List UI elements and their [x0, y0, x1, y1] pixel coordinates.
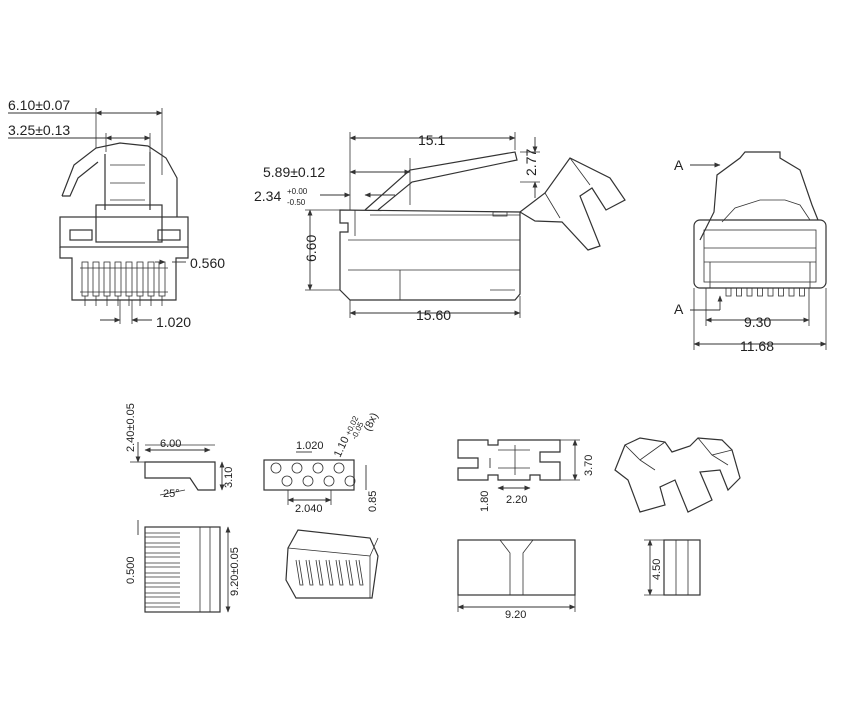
hole-bottom	[302, 475, 314, 487]
carrier-slot	[315, 559, 324, 586]
front-dim-inner: 3.25±0.13	[8, 122, 70, 138]
front-view: 6.10±0.07 3.25±0.13 0.560 1.020	[8, 97, 225, 330]
detail-bar-gap: 2.20	[506, 494, 527, 506]
detail-hole-count: (8x)	[362, 411, 381, 433]
detail-bar-depth: 1.80	[479, 491, 491, 512]
front-pin	[125, 261, 133, 297]
detail-contact-thickness: 3.10	[223, 467, 235, 488]
side-dim-tab-height: 2.77	[523, 149, 539, 176]
front-pin	[92, 261, 100, 297]
front-dim-pin-width: 0.560	[190, 255, 225, 271]
detail-bar-height: 3.70	[583, 455, 595, 476]
side-dim-height: 6.60	[303, 235, 319, 262]
hole-top	[333, 462, 345, 474]
detail-contact: 6.00 2.40±0.05 3.10 25°	[125, 403, 235, 500]
side-dim-step: 2.34	[254, 188, 281, 204]
detail-block: 9.20	[457, 539, 576, 621]
detail-boot-3d	[614, 437, 741, 513]
front-pin	[114, 261, 122, 297]
front-pin	[81, 261, 89, 297]
detail-hole-pitch: 1.020	[296, 440, 324, 452]
back-pin	[757, 287, 763, 297]
back-pin	[746, 287, 753, 297]
back-pin	[788, 287, 795, 297]
side-dim-length-top: 15.1	[418, 132, 445, 148]
detail-hole-margin: 0.85	[367, 491, 379, 512]
detail-contact-height: 2.40±0.05	[125, 403, 137, 452]
front-pin	[158, 261, 166, 297]
hole-bottom	[281, 475, 293, 487]
carrier-slot	[355, 559, 364, 586]
detail-comb-width: 9.20±0.05	[229, 547, 241, 596]
carrier-slot	[295, 559, 304, 586]
back-pin	[767, 287, 774, 297]
side-dim-step-tol-minus: -0.50	[287, 198, 306, 207]
hole-top	[291, 462, 303, 474]
back-dim-inner-width: 9.30	[744, 314, 771, 330]
front-pin	[136, 261, 144, 297]
detail-block-width: 9.20	[505, 609, 526, 621]
hole-top	[270, 462, 282, 474]
detail-carrier-3d	[285, 529, 379, 599]
hole-bottom	[323, 475, 335, 487]
back-pin	[736, 287, 742, 297]
side-dim-length-bottom: 15.60	[416, 307, 451, 323]
back-dim-outer-width: 11.68	[740, 338, 774, 354]
detail-comb: 0.500 9.20±0.05	[125, 520, 241, 613]
detail-comb-pitch: 0.500	[125, 556, 137, 584]
back-section-label-top: A	[674, 157, 684, 173]
detail-hole-row-offset: 2.040	[295, 503, 323, 515]
front-pin	[103, 261, 111, 297]
side-dim-step-tol-plus: +0.00	[287, 187, 308, 196]
back-pin	[778, 287, 784, 297]
carrier-slot	[305, 559, 314, 586]
carrier-slot	[345, 559, 354, 586]
side-view: 15.1 2.77 5.89±0.12 2.34 +0.00 -0.50 6.6…	[254, 132, 626, 323]
front-dim-pin-pitch: 1.020	[156, 314, 191, 330]
detail-hole-diameter: 1.10	[332, 435, 352, 459]
back-pin	[799, 287, 805, 297]
detail-bar: 3.70 1.80 2.20	[457, 439, 595, 512]
detail-small-block: 4.50	[644, 539, 701, 596]
hole-top	[312, 462, 324, 474]
front-dim-width: 6.10±0.07	[8, 97, 70, 113]
detail-small-block-height: 4.50	[651, 559, 663, 580]
detail-contact-angle: 25°	[163, 488, 180, 500]
detail-contact-length: 6.00	[160, 438, 181, 450]
side-dim-latch: 5.89±0.12	[263, 164, 325, 180]
back-view: A A 9.30 11.68	[674, 151, 827, 354]
carrier-slot	[325, 559, 334, 586]
back-section-label-bottom: A	[674, 301, 684, 317]
carrier-slot	[335, 559, 344, 586]
detail-holes: 1.020 1.10 +0.02 -0.05 (8x) 2.040 0.85	[263, 411, 381, 515]
front-pin	[147, 261, 155, 297]
back-pin	[725, 287, 732, 297]
hole-bottom	[344, 475, 356, 487]
